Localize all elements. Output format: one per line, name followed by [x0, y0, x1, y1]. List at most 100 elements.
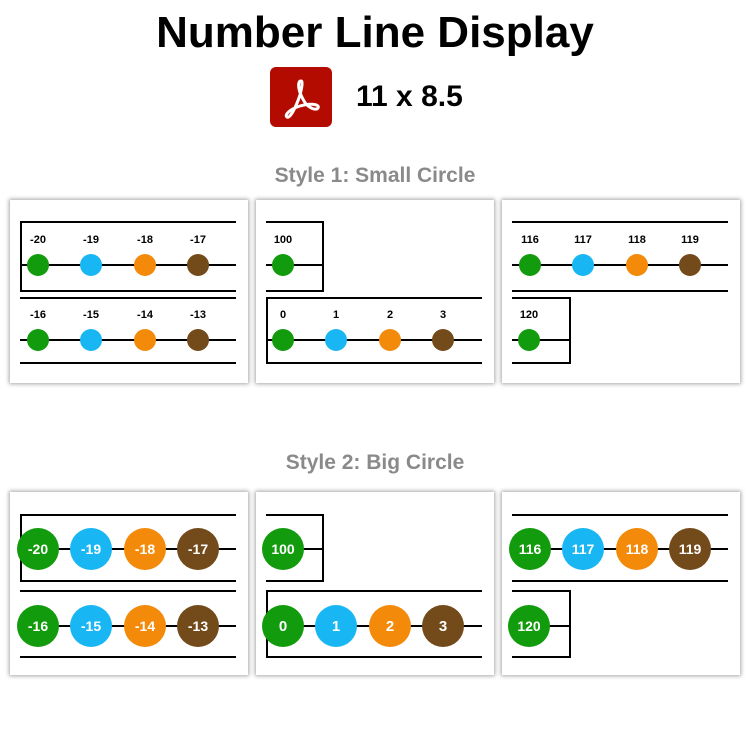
number-circle: -14 [124, 605, 166, 647]
number-line-panel: -20 -19 -18 -17 -16 -15 -14 -13 [10, 200, 248, 383]
frame-top-line [266, 221, 322, 223]
frame-bottom-line [20, 290, 236, 292]
number-circle [187, 254, 209, 276]
number-label: 100 [273, 234, 293, 246]
number-label: 119 [681, 234, 699, 246]
frame-right-line [569, 297, 571, 364]
pdf-icon [270, 67, 332, 127]
number-circle: 100 [262, 528, 304, 570]
number-circle: 119 [669, 528, 711, 570]
frame-bottom-line [266, 362, 482, 364]
number-circle [519, 254, 541, 276]
number-circle: 117 [562, 528, 604, 570]
style-2-title: Style 2: Big Circle [285, 451, 465, 474]
number-label: -18 [137, 234, 153, 246]
number-line [20, 264, 236, 266]
frame-bottom-line [20, 580, 236, 582]
frame-bottom-line [512, 290, 728, 292]
frame-bottom-line [266, 580, 322, 582]
number-label: 3 [439, 309, 447, 321]
frame-top-line [512, 297, 569, 299]
number-label: 117 [574, 234, 592, 246]
number-label: -20 [30, 234, 46, 246]
number-circle: -13 [177, 605, 219, 647]
number-circle [432, 329, 454, 351]
frame-top-line [20, 221, 236, 223]
number-label: -15 [83, 309, 99, 321]
number-circle [379, 329, 401, 351]
number-circle [80, 329, 102, 351]
number-circle: -16 [17, 605, 59, 647]
number-line-panel: 116 117 118 119 120 [502, 492, 740, 675]
number-circle: 1 [315, 605, 357, 647]
frame-top-line [512, 221, 728, 223]
number-label: 116 [521, 234, 539, 246]
style-1-title: Style 1: Small Circle [274, 164, 476, 187]
number-line [512, 339, 569, 341]
number-circle [626, 254, 648, 276]
number-circle: -15 [70, 605, 112, 647]
number-circle [679, 254, 701, 276]
number-line-panel: -20 -19 -18 -17 -16 -15 -14 -13 [10, 492, 248, 675]
frame-bottom-line [512, 580, 728, 582]
number-label: -17 [190, 234, 206, 246]
frame-bottom-line [266, 656, 482, 658]
frame-top-line [266, 590, 482, 592]
number-circle [325, 329, 347, 351]
frame-left-line [20, 221, 22, 292]
number-line [266, 339, 482, 341]
number-line-panel: 100 0 1 2 3 [256, 200, 494, 383]
number-circle: 3 [422, 605, 464, 647]
number-line [20, 339, 236, 341]
number-circle: -20 [17, 528, 59, 570]
number-circle [187, 329, 209, 351]
number-label: 1 [332, 309, 340, 321]
frame-bottom-line [512, 656, 569, 658]
frame-top-line [512, 590, 569, 592]
number-circle [27, 329, 49, 351]
number-label: 2 [386, 309, 394, 321]
frame-bottom-line [266, 290, 322, 292]
number-line-panel: 116 117 118 119 120 [502, 200, 740, 383]
number-circle: 118 [616, 528, 658, 570]
frame-top-line [20, 514, 236, 516]
number-label: -14 [137, 309, 153, 321]
frame-right-line [569, 590, 571, 658]
number-circle [572, 254, 594, 276]
frame-right-line [322, 221, 324, 292]
number-label: -16 [30, 309, 46, 321]
number-circle [272, 254, 294, 276]
page-title: Number Line Display [156, 8, 594, 57]
number-label: 120 [519, 309, 539, 321]
number-circle: -17 [177, 528, 219, 570]
number-circle: 116 [509, 528, 551, 570]
paper-size-label: 11 x 8.5 [356, 80, 463, 113]
frame-bottom-line [20, 362, 236, 364]
frame-left-line [266, 297, 268, 364]
frame-top-line [266, 297, 482, 299]
number-circle [134, 254, 156, 276]
frame-top-line [20, 590, 236, 592]
number-circle: 0 [262, 605, 304, 647]
frame-top-line [20, 297, 236, 299]
frame-bottom-line [20, 656, 236, 658]
number-circle [27, 254, 49, 276]
number-label: -13 [190, 309, 206, 321]
number-circle [518, 329, 540, 351]
number-line [266, 264, 322, 266]
frame-bottom-line [512, 362, 569, 364]
number-circle: -19 [70, 528, 112, 570]
number-circle: 120 [508, 605, 550, 647]
number-circle [80, 254, 102, 276]
frame-top-line [512, 514, 728, 516]
number-circle [134, 329, 156, 351]
number-circle: 2 [369, 605, 411, 647]
number-line [512, 264, 728, 266]
number-circle: -18 [124, 528, 166, 570]
number-circle [272, 329, 294, 351]
frame-right-line [322, 514, 324, 582]
number-label: 118 [628, 234, 646, 246]
number-label: 0 [279, 309, 287, 321]
number-label: -19 [83, 234, 99, 246]
